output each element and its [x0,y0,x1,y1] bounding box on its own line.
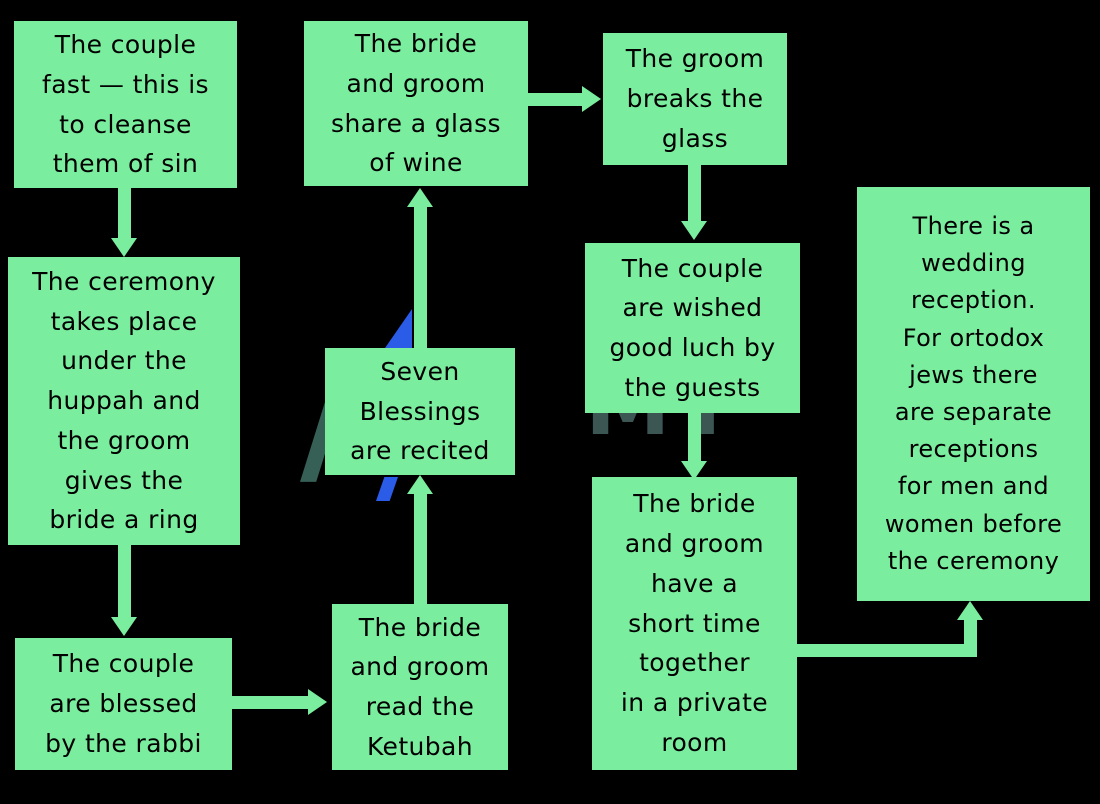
connector-ketubah-to-seven-blessings-shaft [414,492,427,604]
connector-ketubah-to-seven-blessings-head [407,475,433,494]
connector-private-room-to-reception-head [957,601,983,620]
node-private-room[interactable]: The bride and groom have a short time to… [592,477,797,770]
node-couple-fast[interactable]: The couple fast — this is to cleanse the… [14,21,237,188]
node-share-wine[interactable]: The bride and groom share a glass of win… [304,21,528,186]
connector-ceremony-to-blessed-shaft [118,545,131,619]
connector-blessed-to-ketubah-head [308,689,327,715]
connector-fast-to-ceremony-shaft [118,188,131,240]
connector-good-luck-to-private-room-shaft [688,413,701,463]
connector-seven-blessings-to-wine-head [407,188,433,207]
connector-blessed-to-ketubah-shaft [232,696,310,709]
node-breaks-glass[interactable]: The groom breaks the glass [603,33,787,165]
node-ceremony-huppah[interactable]: The ceremony takes place under the huppa… [8,257,240,545]
connector-seven-blessings-to-wine-shaft [414,205,427,348]
node-read-ketubah[interactable]: The bride and groom read the Ketubah [332,604,508,770]
connector-ceremony-to-blessed-head [111,617,137,636]
connector-wine-to-breaks-glass-shaft [528,93,584,106]
node-good-luck[interactable]: The couple are wished good luch by the g… [585,243,800,413]
node-couple-blessed[interactable]: The couple are blessed by the rabbi [15,638,232,770]
node-reception[interactable]: There is a wedding reception. For ortodo… [857,187,1090,601]
connector-private-room-to-reception-shaft-v [964,618,977,657]
connector-breaks-glass-to-good-luck-head [681,221,707,240]
connector-fast-to-ceremony-head [111,238,137,257]
connector-private-room-to-reception-shaft-h [797,644,977,657]
blue-triangle-artifact-top [385,309,412,348]
connector-good-luck-to-private-room-head [681,461,707,480]
blue-sliver-artifact-bottom [376,477,398,501]
connector-wine-to-breaks-glass-head [582,86,601,112]
node-seven-blessings[interactable]: Seven Blessings are recited [325,348,515,475]
connector-breaks-glass-to-good-luck-shaft [688,165,701,223]
